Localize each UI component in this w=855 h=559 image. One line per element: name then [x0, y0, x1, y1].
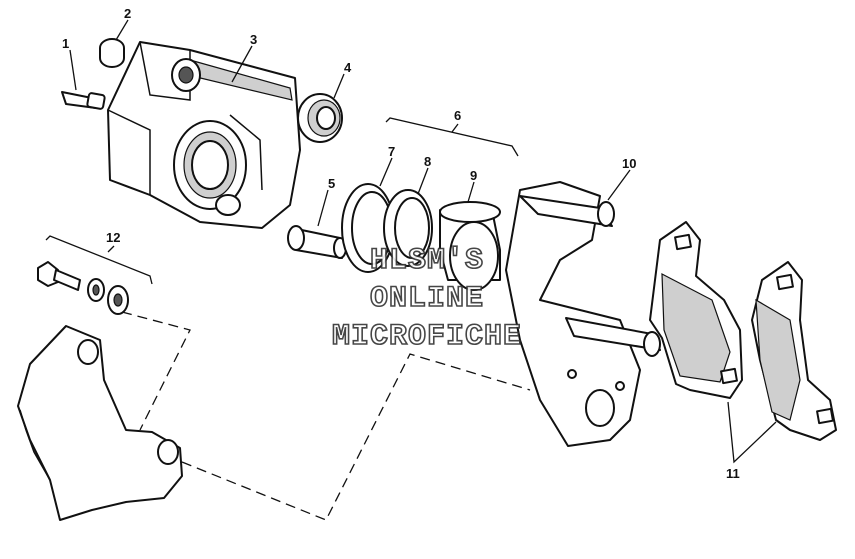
watermark-line-1: HLSM'S: [370, 244, 484, 278]
watermark: HLSM'S ONLINE MICROFICHE: [331, 243, 522, 355]
part-2-cap: [99, 19, 129, 68]
callout-9: 9: [470, 168, 477, 183]
part-8-dust-seal: [383, 167, 433, 267]
part-5-slide-pin: [287, 189, 347, 259]
alignment-lines: [121, 311, 531, 521]
callout-labels: 1 2 3 4 5 6 7 8 9 10 11 12: [62, 6, 740, 481]
callout-8: 8: [424, 154, 431, 169]
callout-10: 10: [622, 156, 636, 171]
mounting-bracket: [17, 325, 183, 521]
callout-6: 6: [454, 108, 461, 123]
watermark-line-2: ONLINE: [370, 282, 484, 316]
part-1-bleed-screw: [61, 49, 106, 110]
part-10-bracket-plate: [505, 169, 661, 447]
part-12-bolt-washers: [37, 235, 153, 315]
callout-11: 11: [726, 466, 740, 481]
part-7-o-ring: [341, 157, 395, 273]
part-4-seal: [297, 73, 345, 143]
callout-4: 4: [344, 60, 352, 75]
watermark-line-3: MICROFICHE: [332, 320, 522, 354]
callout-1: 1: [62, 36, 69, 51]
part-9-piston: [439, 181, 501, 291]
callout-2: 2: [124, 6, 131, 21]
part-3-caliper-body: [107, 41, 301, 229]
part-11-brake-pads: [649, 221, 837, 464]
part-6-kit-bracket: [385, 117, 519, 157]
callout-12: 12: [106, 230, 120, 245]
callout-7: 7: [388, 144, 395, 159]
callout-5: 5: [328, 176, 335, 191]
callout-3: 3: [250, 32, 257, 47]
